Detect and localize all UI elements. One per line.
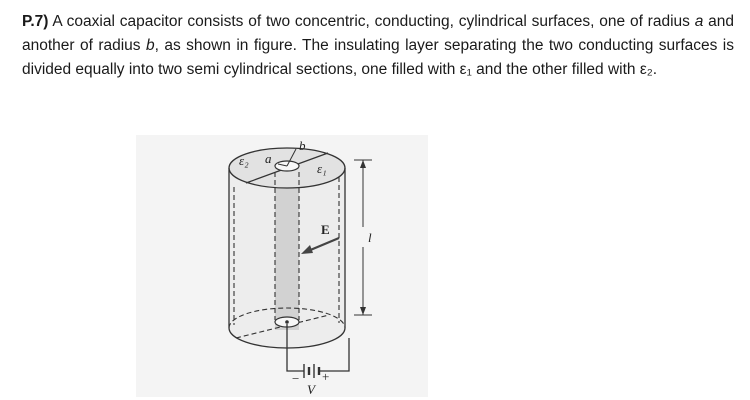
inner-conductor <box>275 165 299 330</box>
radius-b-line <box>286 148 297 167</box>
e-field-arrowhead <box>301 245 313 254</box>
label-battery-plus: + <box>322 369 329 384</box>
label-epsilon-2: ε₂ <box>239 153 249 168</box>
label-a: a <box>265 151 272 166</box>
problem-text-part-1: A coaxial capacitor consists of two conc… <box>48 13 695 30</box>
radius-a-line <box>277 163 288 167</box>
bottom-back-arc <box>228 307 346 329</box>
coaxial-capacitor-diagram: ε₂ a b ε₁ E l − + V <box>228 138 372 397</box>
problem-statement: P.7) A coaxial capacitor consists of two… <box>22 10 734 82</box>
variable-b: b <box>145 37 155 54</box>
coaxial-capacitor-figure: ε₂ a b ε₁ E l − + V <box>136 135 428 397</box>
length-arrow-top <box>360 160 366 168</box>
length-arrow-bottom <box>360 307 366 315</box>
label-battery-minus: − <box>292 371 299 386</box>
problem-text-part-2: and another of radius <box>22 13 734 54</box>
label-epsilon-1: ε₁ <box>317 161 327 176</box>
label-voltage: V <box>307 382 317 397</box>
variable-a: a <box>694 13 704 30</box>
inner-bottom-terminal <box>285 320 289 324</box>
wire-right <box>319 338 350 372</box>
problem-text-part-3: , as shown in figure. The insulating lay… <box>22 37 734 78</box>
label-length: l <box>368 230 372 245</box>
label-b: b <box>299 138 306 153</box>
e-field-arrow-line <box>307 236 340 253</box>
label-e-field: E <box>321 222 330 237</box>
wire-left <box>286 324 304 372</box>
problem-number: P.7) <box>22 13 49 30</box>
